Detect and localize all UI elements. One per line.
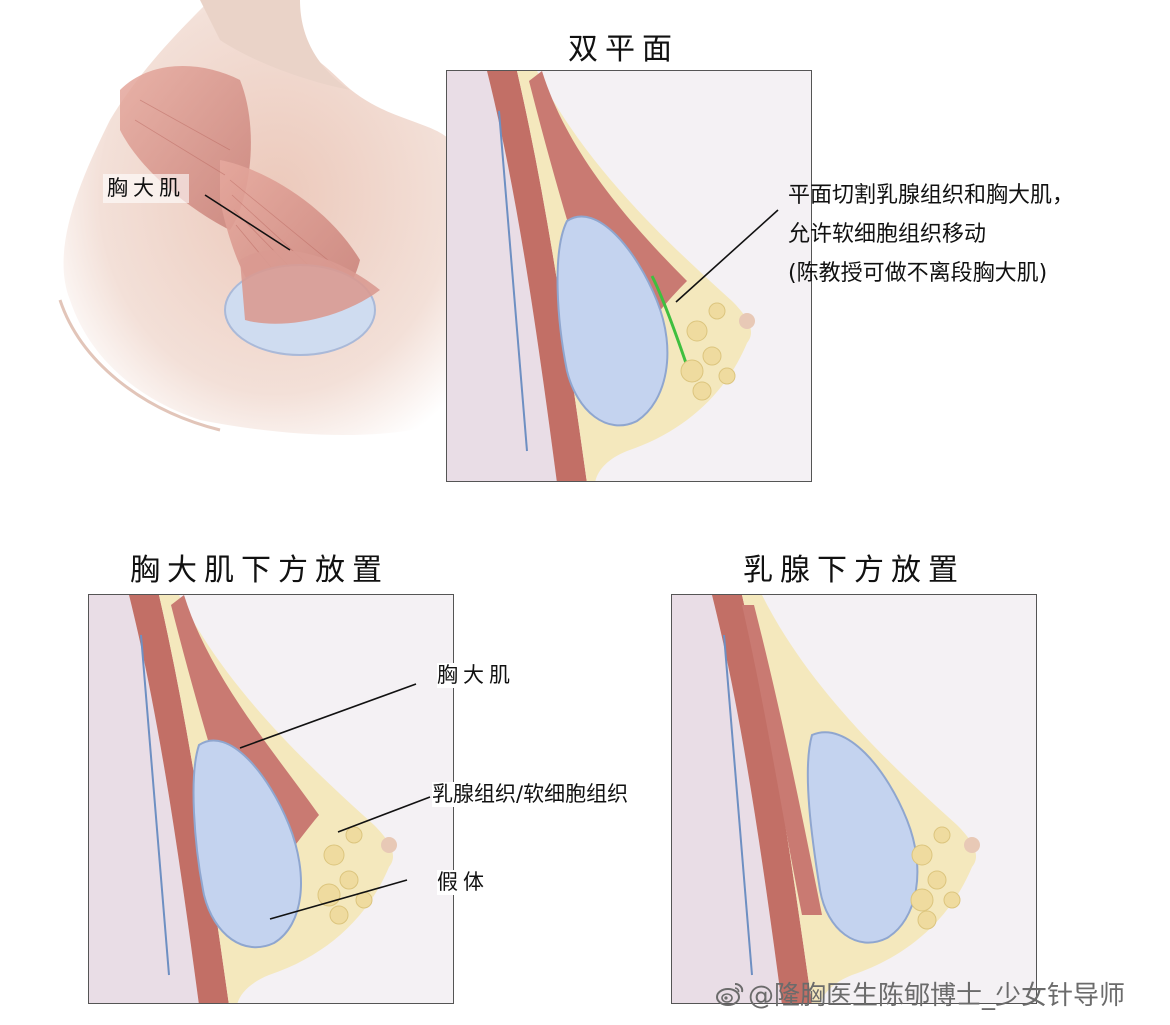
watermark: @隆胸医生陈郇博士_少女针导师 [714, 975, 1125, 1012]
dual-plane-annotation-line-1: 平面切割乳腺组织和胸大肌， [788, 183, 1075, 208]
watermark-text: @隆胸医生陈郇博士_少女针导师 [748, 981, 1126, 1011]
pectoralis-label: 胸大肌 [437, 663, 515, 689]
submuscular-title: 胸大肌下方放置 [130, 553, 389, 588]
neck-shape [200, 0, 350, 90]
dual-plane-panel [446, 70, 812, 482]
submuscular-cross-section [89, 595, 453, 1003]
subglandular-panel [671, 594, 1037, 1004]
dual-plane-annotation-line-2: 允许软细胞组织移动 [788, 222, 987, 247]
dual-plane-annotation-line-3: (陈教授可做不离段胸大肌) [788, 261, 1048, 286]
pectoral-flap [240, 250, 380, 324]
dual-plane-title: 双平面 [568, 32, 679, 67]
implant-label: 假体 [437, 870, 489, 896]
subglandular-title: 乳腺下方放置 [743, 553, 965, 588]
shoulder-pectoralis-label: 胸大肌 [103, 174, 189, 204]
dual-plane-annotation: 平面切割乳腺组织和胸大肌， 允许软细胞组织移动 (陈教授可做不离段胸大肌) [788, 176, 1074, 293]
submuscular-panel [88, 594, 454, 1004]
gland-tissue-label: 乳腺组织/软细胞组织 [432, 782, 629, 808]
dual-plane-cross-section [447, 71, 811, 481]
shoulder-illustration [58, 0, 450, 435]
weibo-icon [716, 982, 744, 1006]
subglandular-cross-section [672, 595, 1036, 1003]
